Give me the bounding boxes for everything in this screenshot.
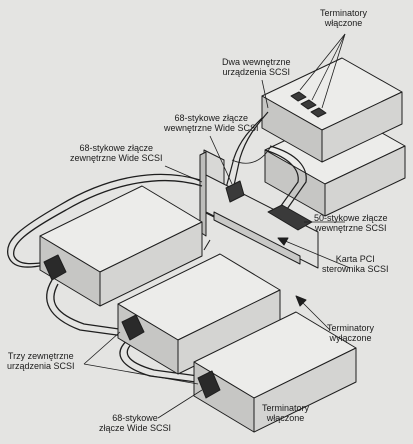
- label-two-internal-devices-line1: Dwa wewnętrzne: [222, 57, 291, 67]
- label-terminators-on-top: Terminatory włączone: [320, 8, 367, 28]
- label-two-internal-devices-line2: urządzenia SCSI: [222, 67, 291, 77]
- label-two-internal-devices: Dwa wewnętrzne urządzenia SCSI: [222, 57, 291, 77]
- arrows: [277, 237, 307, 307]
- label-terminators-on-top-line2: włączone: [324, 18, 363, 28]
- label-terminators-off-line2: wyłączone: [329, 333, 372, 343]
- label-terminators-on-bottom-line1: Terminatory: [262, 403, 310, 413]
- label-terminators-on-bottom: Terminatory włączone: [262, 403, 309, 423]
- external-drive-3: [193, 311, 357, 433]
- label-pci-card: Karta PCI sterownika SCSI: [322, 254, 389, 274]
- label-68-external-line1: 68-stykowe złącze: [79, 143, 154, 153]
- pci-card: [199, 149, 319, 269]
- label-three-external-devices-line1: Trzy zewnętrzne: [7, 351, 74, 361]
- label-68-external-line2: zewnętrzne Wide SCSI: [70, 153, 163, 163]
- label-68-wide-bottom-line1: 68-stykowe: [112, 413, 158, 423]
- label-terminators-off-line1: Terminatory: [327, 323, 375, 333]
- label-terminators-off: Terminatory wyłączone: [327, 323, 374, 343]
- label-68-external: 68-stykowe złącze zewnętrzne Wide SCSI: [70, 143, 163, 163]
- leader-lines: [83, 33, 351, 419]
- label-68-wide-bottom: 68-stykowe złącze Wide SCSI: [99, 413, 171, 433]
- label-68-internal-line2: wewnętrzne Wide SCSI: [164, 123, 259, 133]
- label-50-internal-line1: 50-stykowe złącze: [314, 213, 388, 223]
- label-50-internal: 50-stykowe złącze wewnętrzne SCSI: [314, 213, 388, 233]
- label-terminators-on-bottom-line2: włączone: [266, 413, 305, 423]
- external-drive-1: [39, 185, 203, 307]
- label-68-internal-line1: 68-stykowe złącze: [174, 113, 249, 123]
- label-terminators-on-top-line1: Terminatory: [320, 8, 368, 18]
- external-cable: [7, 173, 203, 383]
- label-pci-card-line2: sterownika SCSI: [322, 264, 389, 274]
- label-50-internal-line2: wewnętrzne SCSI: [315, 223, 387, 233]
- label-68-wide-bottom-line2: złącze Wide SCSI: [99, 423, 172, 433]
- label-68-internal: 68-stykowe złącze wewnętrzne Wide SCSI: [164, 113, 259, 133]
- external-drive-2: [117, 253, 281, 375]
- terminator-blocks-top: [290, 91, 327, 118]
- label-pci-card-line1: Karta PCI: [335, 254, 375, 264]
- internal-drive-upper: [261, 57, 403, 163]
- label-three-external-devices: Trzy zewnętrzne urządzenia SCSI: [7, 351, 75, 371]
- internal-ribbon-cable: [225, 111, 307, 213]
- label-three-external-devices-line2: urządzenia SCSI: [7, 361, 75, 371]
